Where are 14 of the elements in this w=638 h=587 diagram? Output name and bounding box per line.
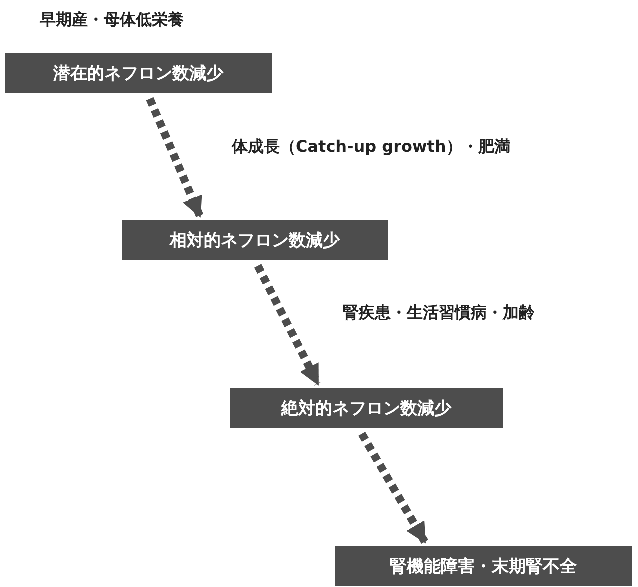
process-box [122,220,388,260]
box-label: 絶対的ネフロン数減少 [282,398,452,420]
edge-label: 体成長（Catch-up growth）・肥満 [232,137,510,158]
arrow [358,432,428,544]
arrow [146,97,204,218]
edge-label: 腎疾患・生活習慣病・加齢 [343,303,535,324]
box-label: 相対的ネフロン数減少 [170,230,340,252]
process-box [230,388,503,428]
process-box [335,546,632,586]
node-label: 早期産・母体低栄養 [40,10,184,31]
box-label: 腎機能障害・末期腎不全 [390,556,577,578]
box-label: 潜在的ネフロン数減少 [54,62,224,84]
arrow [254,264,322,386]
process-box [5,53,272,93]
